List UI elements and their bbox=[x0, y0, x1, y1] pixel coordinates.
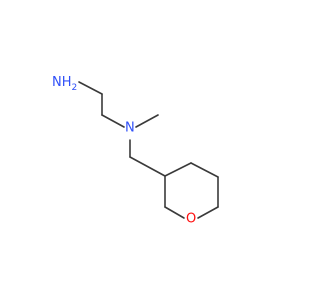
molecule-structure: NH2 N O bbox=[52, 75, 219, 227]
amine-main-text: NH bbox=[52, 75, 72, 90]
ring-bond-o-c2 bbox=[164, 206, 185, 219]
bond-ethyl-to-n bbox=[101, 114, 125, 128]
bond-amine-to-ethyl bbox=[78, 81, 103, 95]
amine-label: NH2 bbox=[52, 75, 77, 93]
ring-bond-c4-c5 bbox=[190, 162, 219, 178]
ring-oxygen-label: O bbox=[186, 212, 196, 227]
bond-n-to-methyl bbox=[135, 114, 159, 128]
ring-bond-c3-c4 bbox=[164, 162, 192, 177]
tertiary-n-label: N bbox=[125, 121, 135, 136]
ring-bond-c6-o bbox=[197, 206, 219, 219]
bond-methylene-to-ring bbox=[129, 156, 166, 177]
amine-subscript: 2 bbox=[72, 83, 78, 93]
structure-canvas: NH2 N O bbox=[52, 74, 219, 227]
